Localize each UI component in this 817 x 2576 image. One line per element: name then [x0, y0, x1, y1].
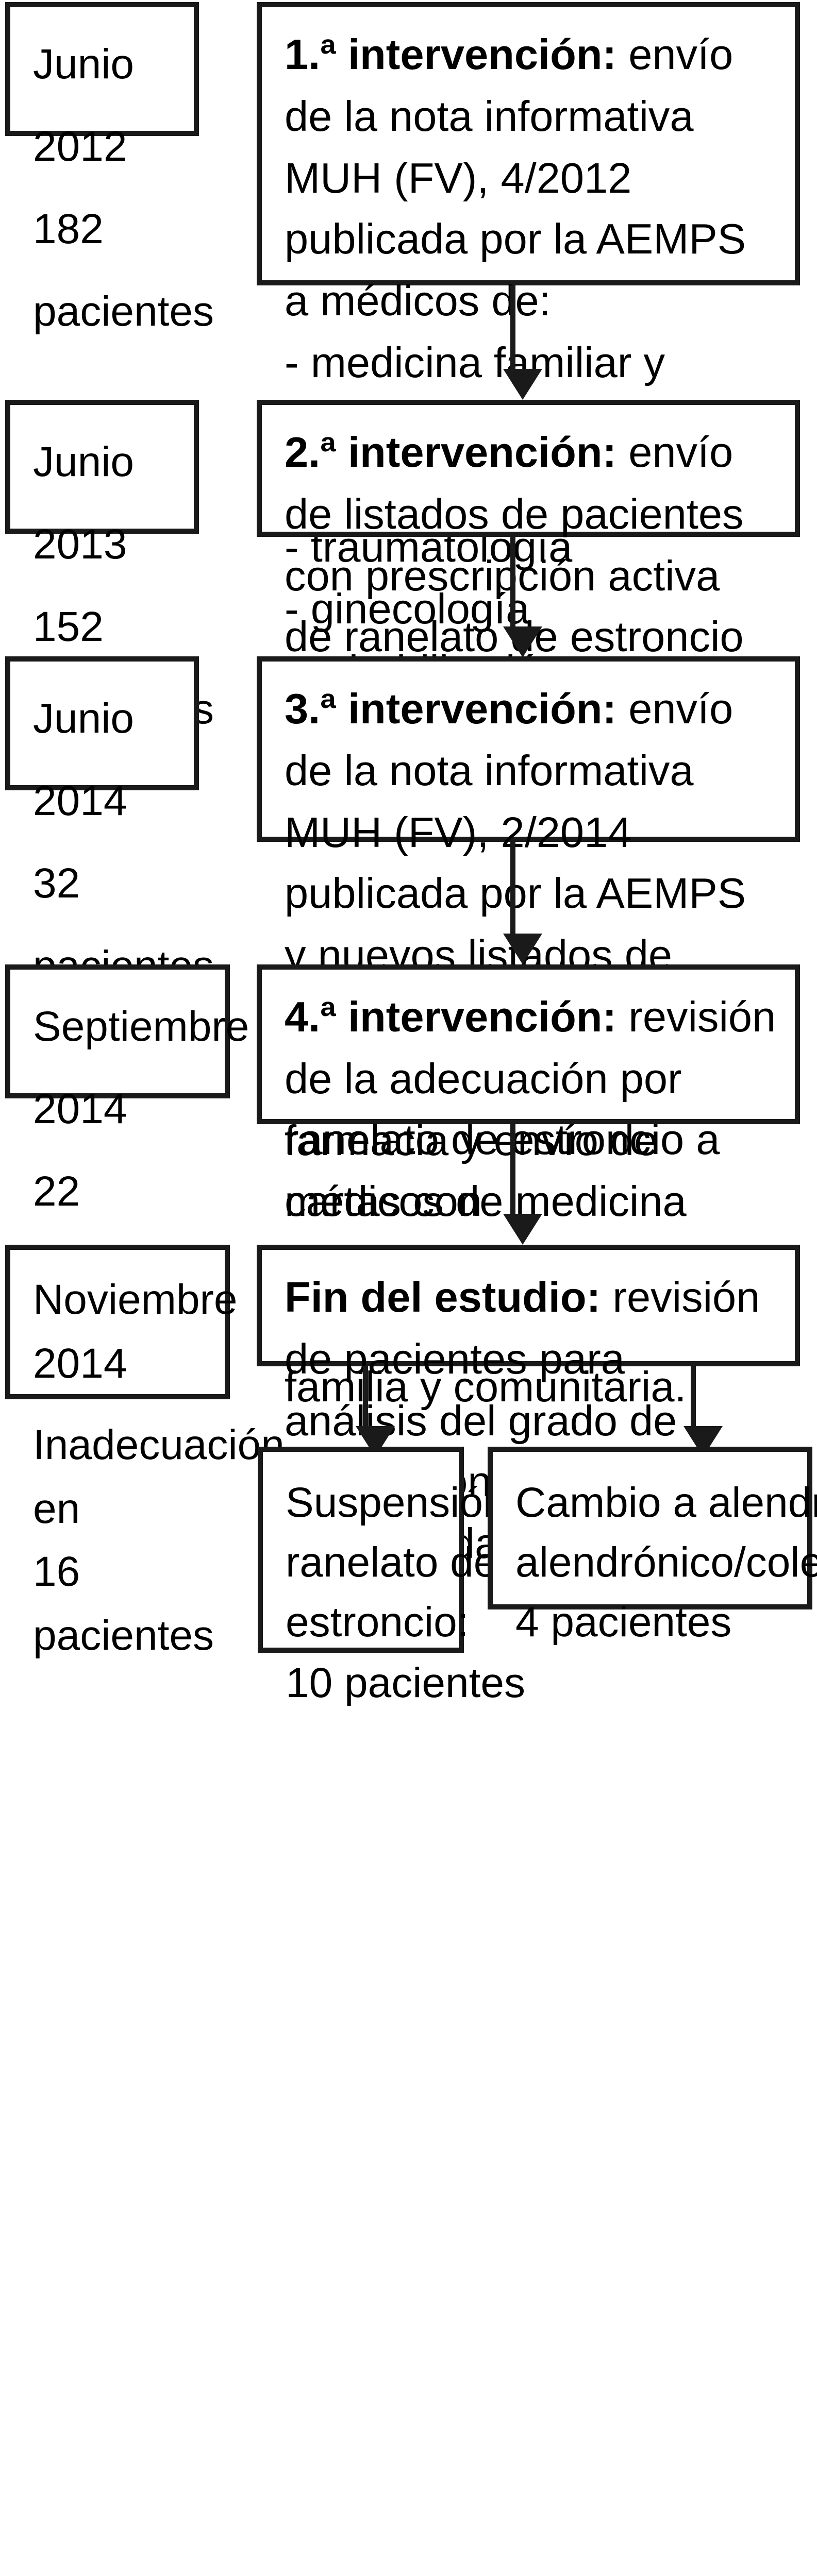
connector-line-5-outcome-2: [691, 1366, 696, 1432]
stage-date-1: Junio 2012: [33, 40, 135, 170]
stage-patients-5-line2: 16 pacientes: [33, 1548, 214, 1658]
stage-label-3: 3.ª intervención:: [285, 684, 617, 733]
stage-date-box-1: Junio 2012 182 pacientes: [5, 2, 214, 335]
stage-label-5: Fin del estudio:: [285, 1273, 601, 1321]
outcome-line: alendrónico/colecalciferol:: [515, 1538, 817, 1586]
outcome-line: estroncio:: [286, 1598, 469, 1646]
outcome-box-1: Suspensión de ranelato de estroncio: 10 …: [258, 1447, 565, 1706]
stage-text-box-3: 3.ª intervención: envío de la nota infor…: [257, 656, 800, 1287]
connector-line-2-3: [510, 537, 515, 633]
outcome-line: 10 pacientes: [286, 1658, 526, 1706]
stage-text-box-2: 2.ª intervención: envío de listados de p…: [257, 400, 800, 784]
stage-patients-1: 182 pacientes: [33, 205, 214, 335]
stage-text-box-5: Fin del estudio: revisión de pacientes p…: [257, 1245, 800, 1567]
outcome-line: ranelato de: [286, 1538, 497, 1586]
stage-date-5: Noviembre 2014: [33, 1276, 238, 1386]
connector-arrowhead-4-5: [503, 1214, 542, 1245]
stage-date-3: Junio 2014: [33, 694, 135, 824]
connector-arrowhead-1-2: [503, 369, 542, 400]
stage-label-2: 2.ª intervención:: [285, 428, 617, 476]
outcome-line: Cambio a alendrónico o: [515, 1479, 817, 1526]
stage-date-box-3: Junio 2014 32 pacientes: [5, 656, 214, 989]
stage-text-box-4: 4.ª intervención: revisión de la adecuac…: [257, 964, 800, 1410]
connector-line-4-5: [510, 1124, 515, 1220]
connector-line-5-outcome-1: [363, 1366, 368, 1432]
outcome-line: 4 pacientes: [515, 1598, 732, 1646]
stage-date-box-2: Junio 2013 152 pacientes: [5, 400, 214, 733]
outcome-box-2: Cambio a alendrónico o alendrónico/colec…: [488, 1447, 817, 1646]
stage-desc-1: envío de la nota informativa MUH (FV), 4…: [285, 30, 746, 325]
stage-patients-5-line1: Inadecuación en: [33, 1421, 285, 1532]
connector-line-1-2: [510, 285, 515, 376]
stage-label-1: 1.ª intervención:: [285, 30, 617, 78]
stage-date-2: Junio 2013: [33, 438, 135, 568]
stage-date-box-4: Septiembre 2014 22 pacientes: [5, 964, 249, 1297]
stage-text-box-1: 1.ª intervención: envío de la nota infor…: [257, 2, 800, 694]
connector-arrowhead-2-3: [503, 626, 542, 657]
stage-date-box-5: Noviembre 2014 Inadecuación en 16 pacien…: [5, 1245, 285, 1658]
connector-line-3-4: [510, 842, 515, 940]
connector-arrowhead-3-4: [503, 934, 542, 964]
outcome-line: Suspensión de: [286, 1479, 565, 1526]
stage-date-4: Septiembre 2014: [33, 1003, 249, 1132]
stage-label-4: 4.ª intervención:: [285, 992, 617, 1041]
bullet-item: - ginecología: [285, 578, 778, 640]
